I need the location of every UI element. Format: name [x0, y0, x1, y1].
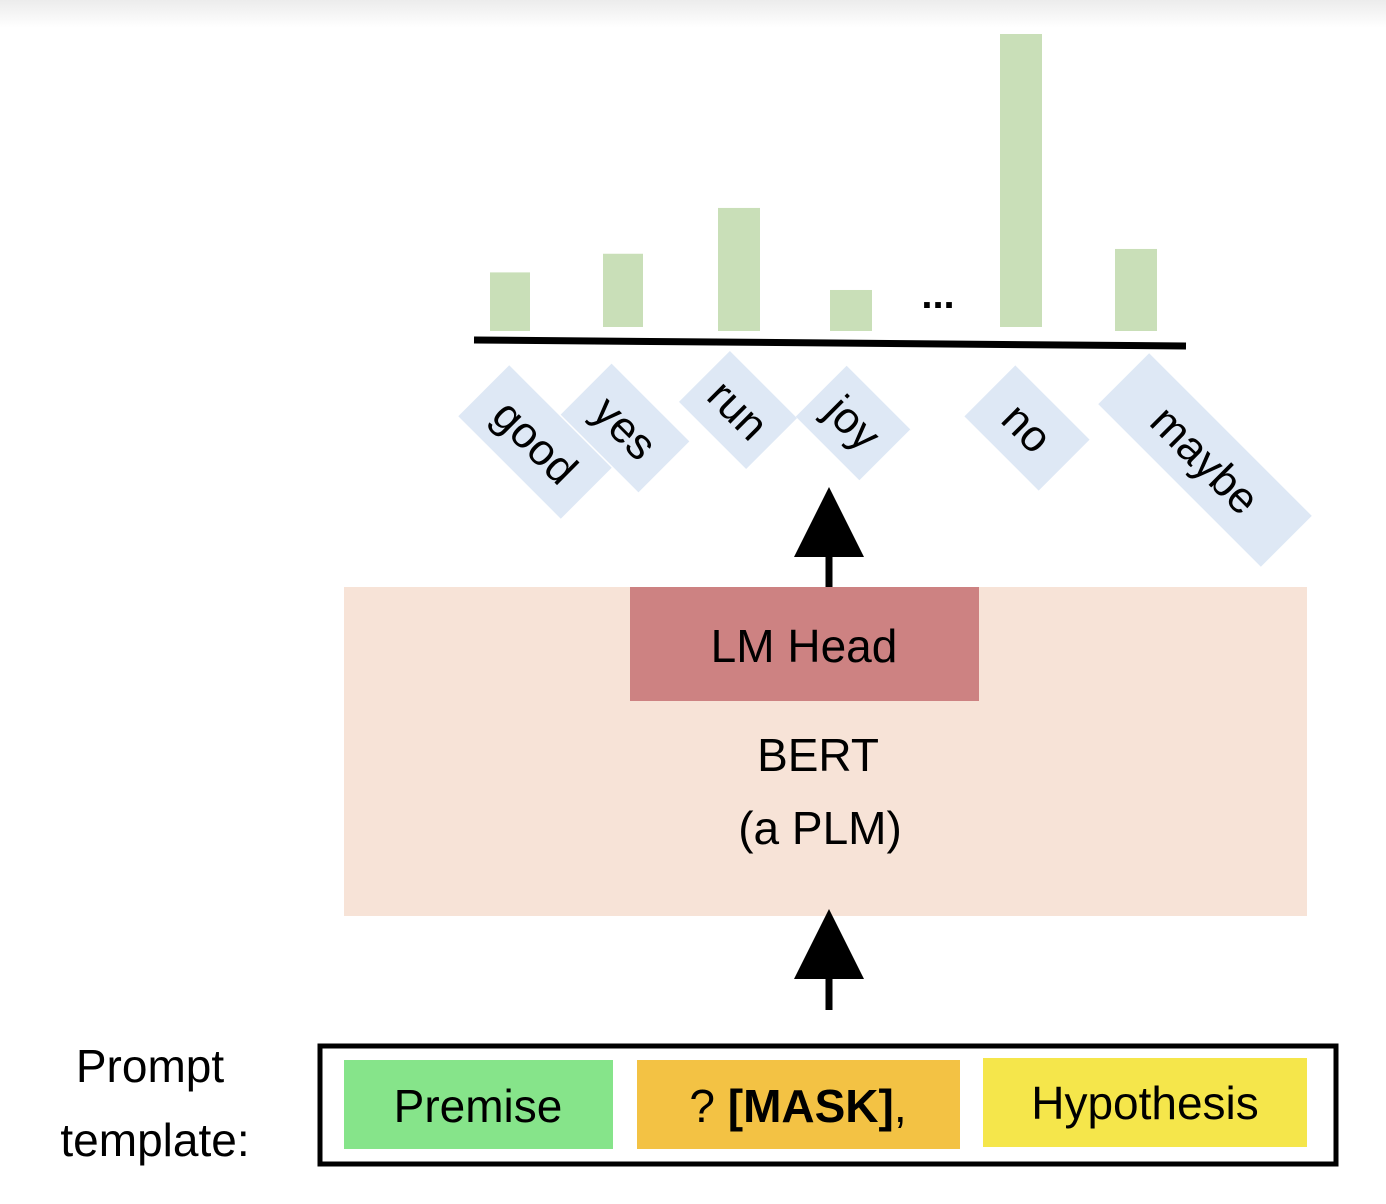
vocab-distribution-bars: [490, 34, 1157, 331]
token-box-maybe: [1098, 353, 1312, 567]
lm-head-box: [630, 587, 979, 701]
bar-yes: [603, 253, 643, 327]
token-label-joy: joy: [795, 365, 911, 481]
mask-suffix: ,: [894, 1080, 907, 1132]
prompt-label-line2: template:: [60, 1114, 249, 1166]
bar-no: [1000, 34, 1042, 327]
hypothesis-segment: [983, 1058, 1307, 1147]
bert-label: BERT: [757, 729, 879, 781]
bar-good: [490, 272, 530, 331]
mask-prefix: ?: [689, 1080, 727, 1132]
bar-maybe: [1115, 248, 1157, 331]
plm-label: (a PLM): [738, 802, 902, 854]
token-box-good: [458, 365, 612, 519]
premise-segment: [344, 1060, 613, 1149]
token-box-no: [964, 365, 1090, 491]
token-box-yes: [560, 363, 690, 493]
mask-segment: [637, 1060, 960, 1149]
prompt-template-frame: [317, 1043, 1339, 1167]
top-shade: [0, 0, 1386, 28]
token-box-run: [678, 350, 798, 470]
bar-run: [718, 207, 760, 331]
bars-ellipsis: ...: [921, 273, 954, 317]
token-label-no: no: [964, 365, 1090, 491]
bar-joy: [830, 289, 872, 331]
hypothesis-text: Hypothesis: [1031, 1077, 1259, 1129]
prompt-label-line1: Prompt: [76, 1040, 224, 1092]
token-box-joy: [795, 365, 911, 481]
mask-text: ? [MASK],: [689, 1080, 906, 1132]
distribution-baseline: [473, 336, 1187, 350]
mask-token: [MASK]: [728, 1080, 894, 1132]
token-label-run: run: [678, 350, 798, 470]
premise-text: Premise: [394, 1080, 563, 1132]
token-label-maybe: maybe: [1098, 353, 1312, 567]
lm-head-label: LM Head: [711, 620, 898, 672]
